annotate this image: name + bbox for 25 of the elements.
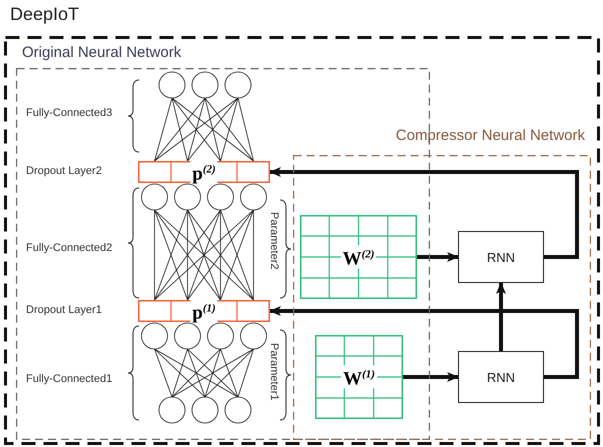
layer-label: Dropout Layer2 (26, 165, 102, 178)
arrow (496, 282, 506, 351)
layer-label: Fully-Connected2 (26, 242, 112, 255)
weight-matrix-symbol: W$^{(2)}$ (340, 245, 376, 269)
process-box: RNN (458, 231, 544, 283)
arrow (269, 167, 579, 259)
dropout-probability-symbol: p$^{(1)}$ (190, 299, 218, 323)
group-title: DeepIoT (10, 4, 80, 25)
weight-matrix-grid (315, 335, 403, 419)
layer-label: Fully-Connected1 (26, 373, 112, 386)
group-title: Original Neural Network (22, 44, 182, 62)
arrow (403, 372, 459, 382)
parameter-label: Parameter1 (267, 343, 280, 400)
process-box: RNN (458, 351, 544, 403)
dropout-probability-symbol: p$^{(2)}$ (190, 160, 218, 184)
layer-label: Dropout Layer1 (26, 304, 102, 317)
dropout-layer-bar (138, 300, 270, 322)
weight-matrix-symbol: W$^{(1)}$ (341, 365, 377, 389)
parameter-label: Parameter2 (267, 212, 280, 270)
dropout-layer-bar (138, 161, 270, 183)
arrow (269, 306, 579, 379)
group-title: Compressor Neural Network (396, 127, 585, 145)
weight-matrix-grid (300, 215, 417, 299)
layer-label: Fully-Connected3 (26, 107, 112, 120)
arrow (417, 252, 459, 262)
